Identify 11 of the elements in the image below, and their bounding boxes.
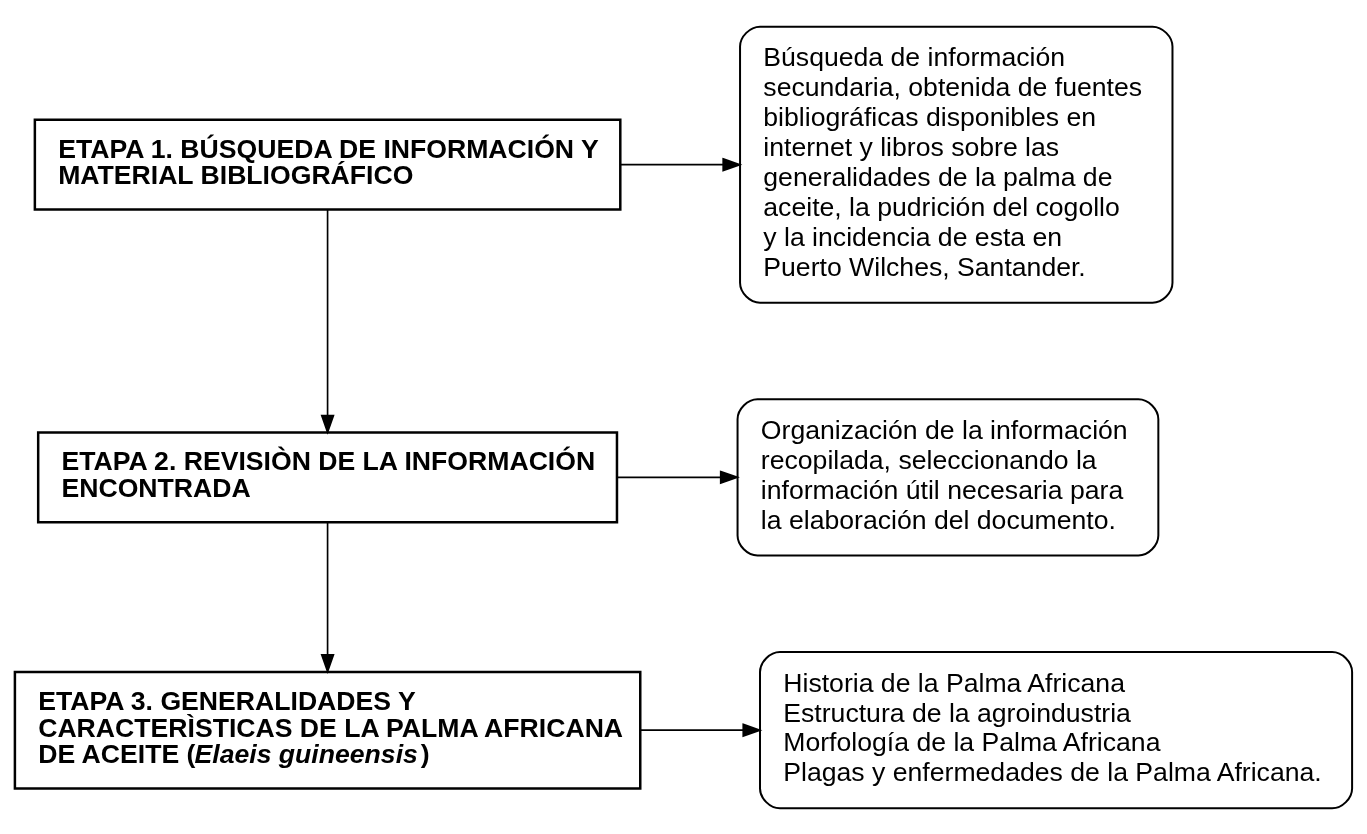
arrow (639, 722, 763, 737)
arrow (320, 521, 335, 674)
arrow (619, 157, 743, 172)
node-box: Búsqueda de información secundaria, obtenida de fuentes bibliográficas disponibles en internet y libros sobre las generalidades de la palma de aceite, la pudrición del cogollo y la incidencia de esta en Puerto Wilches, Santander. (739, 25, 1174, 304)
node-box: ETAPA 3. GENERALIDADES Y CARACTERÌSTICAS DE LA PALMA AFRICANA DE ACEITE (Elaeis guineensis) (13, 670, 642, 790)
node-box: Organización de la información recopilada, seleccionando la información útil necesaria para la elaboración del documento. (736, 397, 1160, 557)
node-box: ETAPA 2. REVISIÒN DE LA INFORMACIÓN ENCONTRADA (36, 430, 619, 524)
arrow (320, 208, 335, 435)
arrow (616, 469, 740, 484)
node-box: ETAPA 1. BÚSQUEDA DE INFORMACIÓN Y MATERIAL BIBLIOGRÁFICO (33, 118, 622, 211)
node-box: Historia de la Palma Africana Estructura de la agroindustria Morfología de la Palma Africana Plagas y enfermedades de la Palma Africana. (759, 650, 1354, 809)
